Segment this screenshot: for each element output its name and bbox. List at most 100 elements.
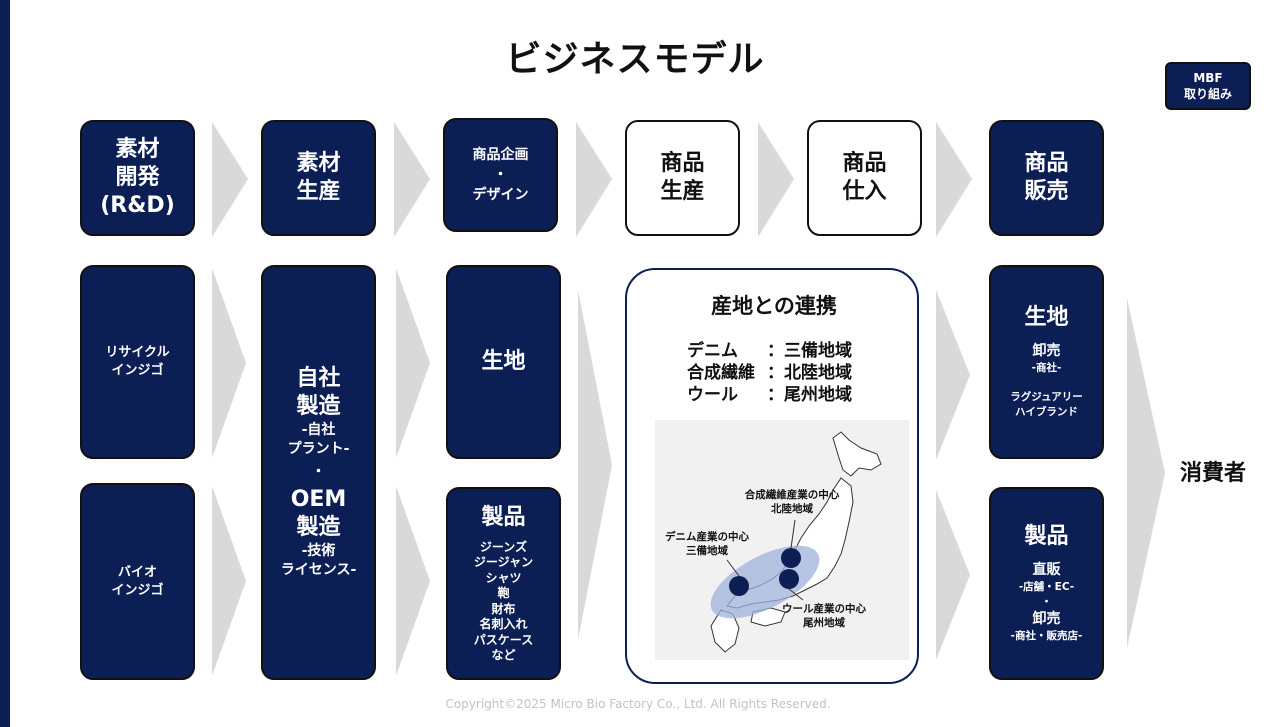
bio-indigo-box: バイオ インジゴ — [80, 483, 195, 680]
own-production-sub: -自社 — [301, 422, 336, 438]
region-row: デニム ：三備地域 — [687, 340, 852, 362]
flow-arrow-icon — [576, 122, 612, 237]
products-title: 製品 — [481, 504, 526, 530]
region-row: ウール ：尾州地域 — [687, 384, 852, 406]
flow-arrow-icon — [1127, 298, 1165, 648]
bishu-marker-icon — [779, 569, 799, 589]
box-label-line: バイオ — [117, 564, 157, 580]
product-wholesale: 卸売 — [1032, 611, 1061, 627]
step-label-line: (R&D) — [100, 193, 175, 218]
step-label-line: 商品 — [1024, 151, 1069, 176]
fabric-label: 生地 — [481, 349, 526, 374]
flow-arrow-icon — [936, 122, 972, 237]
flow-arrow-icon — [396, 268, 430, 458]
step-material-rd: 素材 開発 (R&D) — [80, 120, 195, 236]
product-wholesale-sub: -商社・販売店- — [1010, 630, 1083, 642]
step-label-line: 商品 — [842, 151, 887, 176]
product-item: 財布 — [491, 601, 516, 616]
hokuriku-marker-icon — [781, 548, 801, 568]
product-sales-box: 製品 直販 -店舗・EC- ・ 卸売 -商社・販売店- — [989, 487, 1104, 680]
map-label-line: 北陸地域 — [771, 503, 813, 515]
oem-production-title: OEM — [290, 487, 347, 512]
step-label-line: ・ — [493, 167, 508, 183]
region-title: 産地との連携 — [711, 294, 837, 318]
product-sales-title: 製品 — [1024, 524, 1069, 549]
flow-arrow-icon — [212, 486, 246, 676]
copyright-footer: Copyright©2025 Micro Bio Factory Co., Lt… — [445, 697, 831, 711]
box-label-line: リサイクル — [105, 345, 170, 360]
step-label-line: 商品企画 — [472, 147, 529, 163]
step-label-line: 販売 — [1024, 179, 1069, 204]
step-label-line: 素材 — [115, 137, 160, 162]
oem-production-sub: ライセンス- — [280, 562, 357, 578]
region-list: デニム ：三備地域 合成繊維：北陸地域 ウール ：尾州地域 — [687, 340, 852, 406]
step-product-purchasing: 商品 仕入 — [807, 120, 922, 236]
region-key: ウール — [687, 385, 738, 405]
step-material-production: 素材 生産 — [261, 120, 376, 236]
step-label-line: 素材 — [296, 151, 341, 176]
product-item: ジージャン — [473, 555, 534, 569]
fabric-box: 生地 — [446, 265, 561, 459]
sanbi-marker-icon — [729, 576, 749, 596]
product-item: ジーンズ — [479, 539, 528, 554]
map-label-line: 三備地域 — [686, 545, 728, 557]
box-label-line: インジゴ — [111, 363, 164, 378]
step-label-line: 仕入 — [842, 179, 887, 204]
region-value: ：尾州地域 — [767, 385, 852, 405]
product-direct-sales-sub: -店舗・EC- — [1018, 581, 1075, 593]
mbf-badge: MBF 取り組み — [1165, 62, 1251, 110]
recycle-indigo-box: リサイクル インジゴ — [80, 265, 195, 459]
map-label-bishu: ウール産業の中心 尾州地域 — [769, 602, 879, 630]
step-product-production: 商品 生産 — [625, 120, 740, 236]
product-item: パスケース — [473, 632, 534, 647]
japan-map: 合成繊維産業の中心 北陸地域 デニム産業の中心 三備地域 ウール産業の中心 尾州… — [655, 420, 909, 660]
step-product-sales: 商品 販売 — [989, 120, 1104, 236]
separator-dot: ・ — [311, 464, 326, 480]
fabric-sales-title: 生地 — [1024, 305, 1069, 330]
region-value: ：北陸地域 — [767, 363, 852, 383]
fabric-sales-box: 生地 卸売 -商社- ラグジュアリー ハイブランド — [989, 265, 1104, 459]
region-key: デニム — [687, 341, 738, 361]
box-label-line: インジゴ — [111, 582, 164, 598]
flow-arrow-icon — [758, 122, 794, 237]
products-box: 製品 ジーンズ ジージャン シャツ 鞄 財布 名刺入れ パスケース など — [446, 487, 561, 680]
page-title: ビジネスモデル — [505, 39, 765, 80]
region-row: 合成繊維：北陸地域 — [687, 362, 852, 384]
production-method-box: 自社 製造 -自社 プラント- ・ OEM 製造 -技術 ライセンス- — [261, 265, 376, 680]
oem-production-title: 製造 — [296, 515, 341, 540]
product-item: シャツ — [485, 570, 522, 585]
map-label-line: ウール産業の中心 — [782, 603, 866, 615]
region-collaboration-panel: 産地との連携 デニム ：三備地域 合成繊維：北陸地域 ウール ：尾州地域 合成繊維産… — [625, 268, 919, 684]
step-label-line: 商品 — [660, 151, 705, 176]
own-production-title: 製造 — [296, 394, 341, 419]
flow-arrow-icon — [394, 122, 430, 237]
region-value: ：三備地域 — [767, 341, 852, 361]
flow-arrow-icon — [578, 290, 612, 640]
map-label-sanbi: デニム産業の中心 三備地域 — [655, 530, 759, 558]
japan-map-icon — [710, 431, 882, 653]
step-label-line: 生産 — [660, 179, 705, 204]
step-label-line: 開発 — [115, 165, 160, 190]
product-item: など — [491, 648, 516, 662]
own-production-title: 自社 — [296, 366, 341, 391]
step-product-planning: 商品企画 ・ デザイン — [443, 118, 558, 232]
fabric-sales-channel: 卸売 — [1032, 343, 1061, 359]
separator-dot: ・ — [1041, 596, 1052, 608]
map-label-line: デニム産業の中心 — [665, 531, 749, 543]
left-accent-bar — [0, 0, 10, 727]
fabric-sales-note: ラグジュアリー — [1010, 391, 1083, 403]
flow-arrow-icon — [936, 490, 970, 660]
own-production-sub: プラント- — [287, 441, 350, 457]
fabric-sales-note: ハイブランド — [1015, 406, 1078, 418]
step-label-line: 生産 — [296, 179, 341, 204]
oem-production-sub: -技術 — [301, 543, 336, 559]
flow-arrow-icon — [936, 290, 970, 460]
step-label-line: デザイン — [472, 187, 529, 203]
map-label-line: 尾州地域 — [803, 617, 845, 629]
product-item: 名刺入れ — [479, 617, 528, 631]
map-label-hokuriku: 合成繊維産業の中心 北陸地域 — [717, 488, 867, 516]
badge-line-2: 取り組み — [1183, 87, 1232, 101]
consumer-label: 消費者 — [1180, 461, 1247, 486]
badge-line-1: MBF — [1193, 71, 1223, 85]
fabric-sales-channel-sub: -商社- — [1031, 362, 1062, 374]
